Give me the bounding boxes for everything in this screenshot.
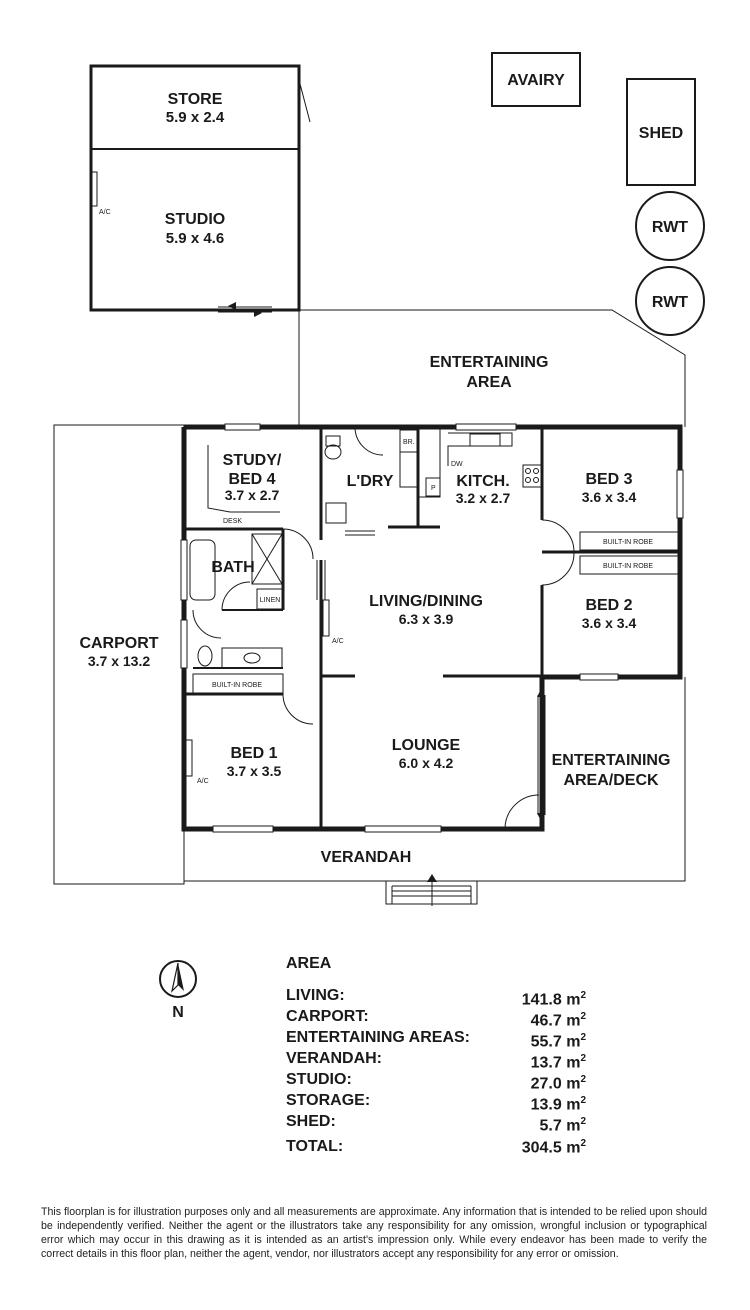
area-row: VERANDAH: 13.7 m2 — [286, 1048, 586, 1072]
entertaining-area-label-1: ENTERTAINING — [430, 354, 549, 371]
bed2-size: 3.6 x 3.4 — [582, 615, 637, 631]
ac-living-label: A/C — [332, 638, 344, 645]
area-row: CARPORT: 46.7 m2 — [286, 1006, 586, 1030]
bath-label: BATH — [211, 559, 254, 576]
area-total-value: 304.5 m2 — [521, 1138, 586, 1157]
area-row: STUDIO: 27.0 m2 — [286, 1069, 586, 1093]
carport-label: CARPORT — [79, 635, 158, 652]
area-row-label: VERANDAH: — [286, 1050, 382, 1067]
area-row-label: SHED: — [286, 1113, 336, 1130]
area-total-label: TOTAL: — [286, 1138, 344, 1155]
living-dining-label: LIVING/DINING — [369, 593, 483, 610]
study-size: 3.7 x 2.7 — [225, 487, 280, 503]
area-row-label: LIVING: — [286, 987, 345, 1004]
windows — [180, 423, 684, 833]
area-row: STORAGE: 13.9 m2 — [286, 1090, 586, 1114]
area-row-value: 5.7 m2 — [539, 1116, 586, 1135]
shed — [626, 78, 696, 186]
area-row-value: 55.7 m2 — [530, 1032, 586, 1051]
compass-label: N — [172, 1004, 184, 1021]
internal-sliding-doors — [316, 530, 375, 600]
area-row: LIVING: 141.8 m2 — [286, 985, 586, 1009]
area-row-label: CARPORT: — [286, 1008, 369, 1025]
deck-label-1: ENTERTAINING — [552, 752, 671, 769]
carport-size: 3.7 x 13.2 — [88, 653, 150, 669]
area-row: ENTERTAINING AREAS: 55.7 m2 — [286, 1027, 586, 1051]
area-row-label: ENTERTAINING AREAS: — [286, 1029, 470, 1046]
bed3-label: BED 3 — [585, 471, 632, 488]
linen-label: LINEN — [260, 597, 281, 604]
rwt1-label: RWT — [652, 219, 688, 236]
door-swings — [192, 426, 575, 725]
verandah-label: VERANDAH — [321, 849, 412, 866]
area-row-value: 141.8 m2 — [521, 990, 586, 1009]
area-row-label: STORAGE: — [286, 1092, 371, 1109]
kitchen-size: 3.2 x 2.7 — [456, 490, 511, 506]
area-row-value: 46.7 m2 — [530, 1011, 586, 1030]
deck-label-2: AREA/DECK — [563, 772, 659, 789]
area-row-value: 13.9 m2 — [530, 1095, 586, 1114]
study-label-2: BED 4 — [228, 471, 275, 488]
entertaining-area-label-2: AREA — [466, 374, 512, 391]
area-title: AREA — [286, 955, 332, 972]
north-compass-icon: N — [159, 960, 197, 1021]
avairy-label: AVAIRY — [507, 72, 565, 89]
robe-bed1-label: BUILT-IN ROBE — [212, 682, 262, 689]
disclaimer-text: This floorplan is for illustration purpo… — [41, 1206, 707, 1260]
area-row-value: 27.0 m2 — [530, 1074, 586, 1093]
laundry-label: L'DRY — [347, 473, 394, 490]
study-label-1: STUDY/ — [223, 452, 282, 469]
desk-label: DESK — [223, 518, 242, 525]
studio-building — [89, 64, 311, 317]
br-label: BR. — [403, 439, 415, 446]
avairy — [491, 52, 581, 107]
area-total-row: TOTAL: 304.5 m2 — [286, 1138, 586, 1157]
robe-bed3-label: BUILT-IN ROBE — [603, 539, 653, 546]
kitchen-label: KITCH. — [456, 473, 509, 490]
store-size: 5.9 x 2.4 — [166, 109, 225, 126]
living-dining-size: 6.3 x 3.9 — [399, 611, 454, 627]
shed-label: SHED — [639, 125, 683, 142]
area-row-value: 13.7 m2 — [530, 1053, 586, 1072]
entertaining-area-boundary — [298, 309, 686, 427]
floor-plan: STORE 5.9 x 2.4 STUDIO 5.9 x 4.6 A/C AVA… — [53, 52, 705, 906]
rainwater-tank-1 — [635, 191, 705, 261]
studio-label: STUDIO — [165, 211, 225, 228]
ac-bed1-label: A/C — [197, 778, 209, 785]
fixtures — [185, 427, 681, 777]
rainwater-tank-2 — [635, 266, 705, 336]
area-row-label: STUDIO: — [286, 1071, 352, 1088]
lounge-label: LOUNGE — [392, 737, 461, 754]
area-row: SHED: 5.7 m2 — [286, 1111, 586, 1135]
store-label: STORE — [168, 91, 223, 108]
lounge-size: 6.0 x 4.2 — [399, 755, 454, 771]
p-label: P — [431, 485, 436, 492]
verandah-deck-outline — [183, 677, 686, 906]
studio-size: 5.9 x 4.6 — [166, 230, 224, 247]
robe-bed2-label: BUILT-IN ROBE — [603, 563, 653, 570]
bed1-label: BED 1 — [230, 745, 277, 762]
dw-label: DW — [451, 461, 463, 468]
bed1-size: 3.7 x 3.5 — [227, 763, 282, 779]
room-labels: STORE 5.9 x 2.4 STUDIO 5.9 x 4.6 A/C AVA… — [79, 72, 688, 866]
ac-studio-label: A/C — [99, 209, 111, 216]
bed3-size: 3.6 x 3.4 — [582, 489, 637, 505]
sliding-door-deck — [504, 689, 546, 830]
rwt2-label: RWT — [652, 294, 688, 311]
bed2-label: BED 2 — [585, 597, 632, 614]
